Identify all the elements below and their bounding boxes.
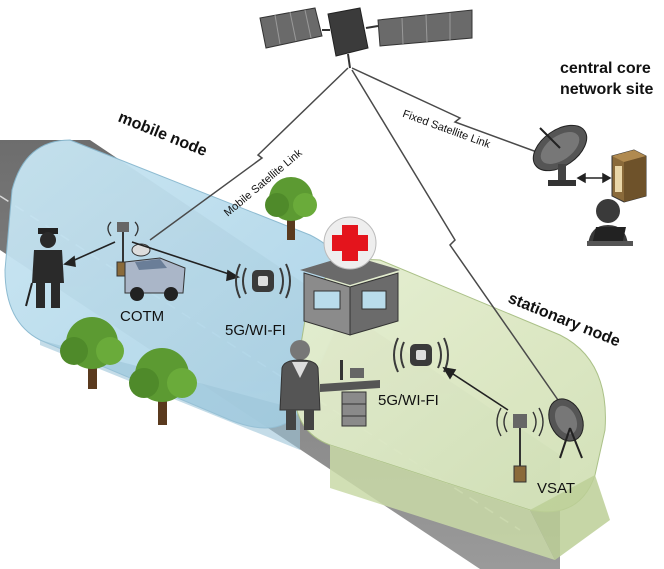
doctor-icon bbox=[279, 340, 321, 430]
tree-icon bbox=[60, 317, 124, 389]
vsat-label: VSAT bbox=[537, 480, 576, 497]
wifi-stationary-label: 5G/WI-FI bbox=[378, 392, 439, 409]
vsat-satellite-link bbox=[351, 69, 559, 401]
central-site-label-line2: network site bbox=[560, 81, 654, 98]
satellite-icon bbox=[259, 7, 473, 69]
vsat-arrow bbox=[442, 366, 509, 411]
medical-desk-icon bbox=[320, 360, 380, 427]
hospital-icon bbox=[300, 216, 400, 336]
cotm-vehicle-icon bbox=[107, 221, 186, 301]
vsat-dish-icon bbox=[548, 398, 584, 459]
cell-tower-icon bbox=[496, 407, 544, 483]
cotm-label: COTM bbox=[120, 308, 165, 325]
server-rack-icon bbox=[611, 149, 647, 203]
tree-icon bbox=[129, 348, 197, 425]
satellite-dish-icon bbox=[532, 124, 588, 186]
police-officer-icon bbox=[25, 228, 64, 308]
operator-icon bbox=[587, 199, 633, 246]
tree-icon bbox=[265, 177, 317, 240]
central-site-label-line1: central core bbox=[560, 60, 651, 77]
fixed-satellite-link bbox=[351, 67, 546, 156]
wifi-router-icon bbox=[235, 263, 291, 299]
wifi-router-icon bbox=[393, 337, 449, 373]
wifi-mobile-label: 5G/WI-FI bbox=[225, 322, 286, 339]
link-arrow bbox=[576, 172, 612, 184]
mobile-satellite-link bbox=[149, 67, 349, 241]
